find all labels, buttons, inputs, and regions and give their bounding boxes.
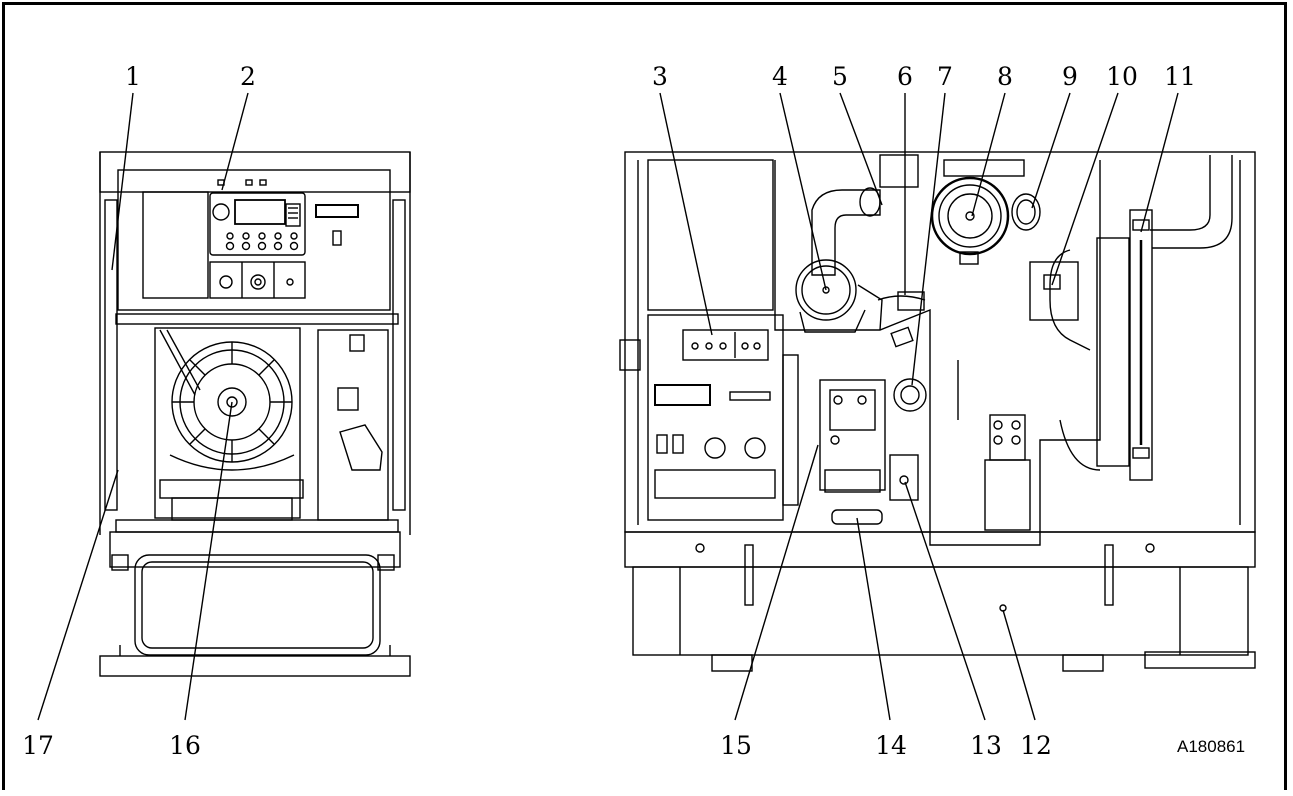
callout-7: 7 (937, 62, 953, 91)
side-control-cabinet (647, 314, 784, 521)
turbocharger (795, 259, 883, 333)
callout-3: 3 (652, 62, 668, 91)
fuel-pipe (831, 509, 883, 525)
alternator-fan (154, 327, 304, 521)
callout-4: 4 (772, 62, 788, 91)
front-view-top-rail (99, 151, 411, 193)
switch-panel (682, 329, 769, 361)
callout-1: 1 (125, 62, 141, 91)
callout-2: 2 (240, 62, 256, 91)
fuel-tank-side (632, 566, 1249, 656)
callout-14: 14 (875, 731, 907, 760)
callout-16: 16 (169, 731, 201, 760)
front-view (99, 151, 411, 677)
side-view-base-frame (624, 531, 1256, 568)
injection-pump (819, 379, 886, 491)
radiator (1096, 237, 1130, 467)
callout-8: 8 (997, 62, 1013, 91)
intake-elbow (811, 189, 881, 276)
fuel-filter (889, 454, 919, 501)
leader-lines (37, 92, 1179, 721)
callout-13: 13 (970, 731, 1002, 760)
callout-12: 12 (1020, 731, 1052, 760)
expansion-tank (1029, 261, 1079, 321)
fuel-tank-front (134, 554, 381, 656)
side-view (619, 151, 1256, 672)
control-panel-housing (117, 169, 391, 311)
callout-15: 15 (720, 731, 752, 760)
callout-6: 6 (897, 62, 913, 91)
digital-controller (209, 192, 306, 256)
panel-blank-plate (142, 191, 209, 299)
air-cleaner (930, 176, 1010, 265)
figure-reference-id: A180861 (1177, 737, 1246, 756)
front-view-base-frame (109, 531, 401, 568)
callout-11: 11 (1164, 62, 1196, 91)
callout-17: 17 (22, 731, 54, 760)
callout-9: 9 (1062, 62, 1078, 91)
callout-5: 5 (832, 62, 848, 91)
radiator-sight-gauge (1129, 209, 1153, 481)
callout-10: 10 (1106, 62, 1138, 91)
